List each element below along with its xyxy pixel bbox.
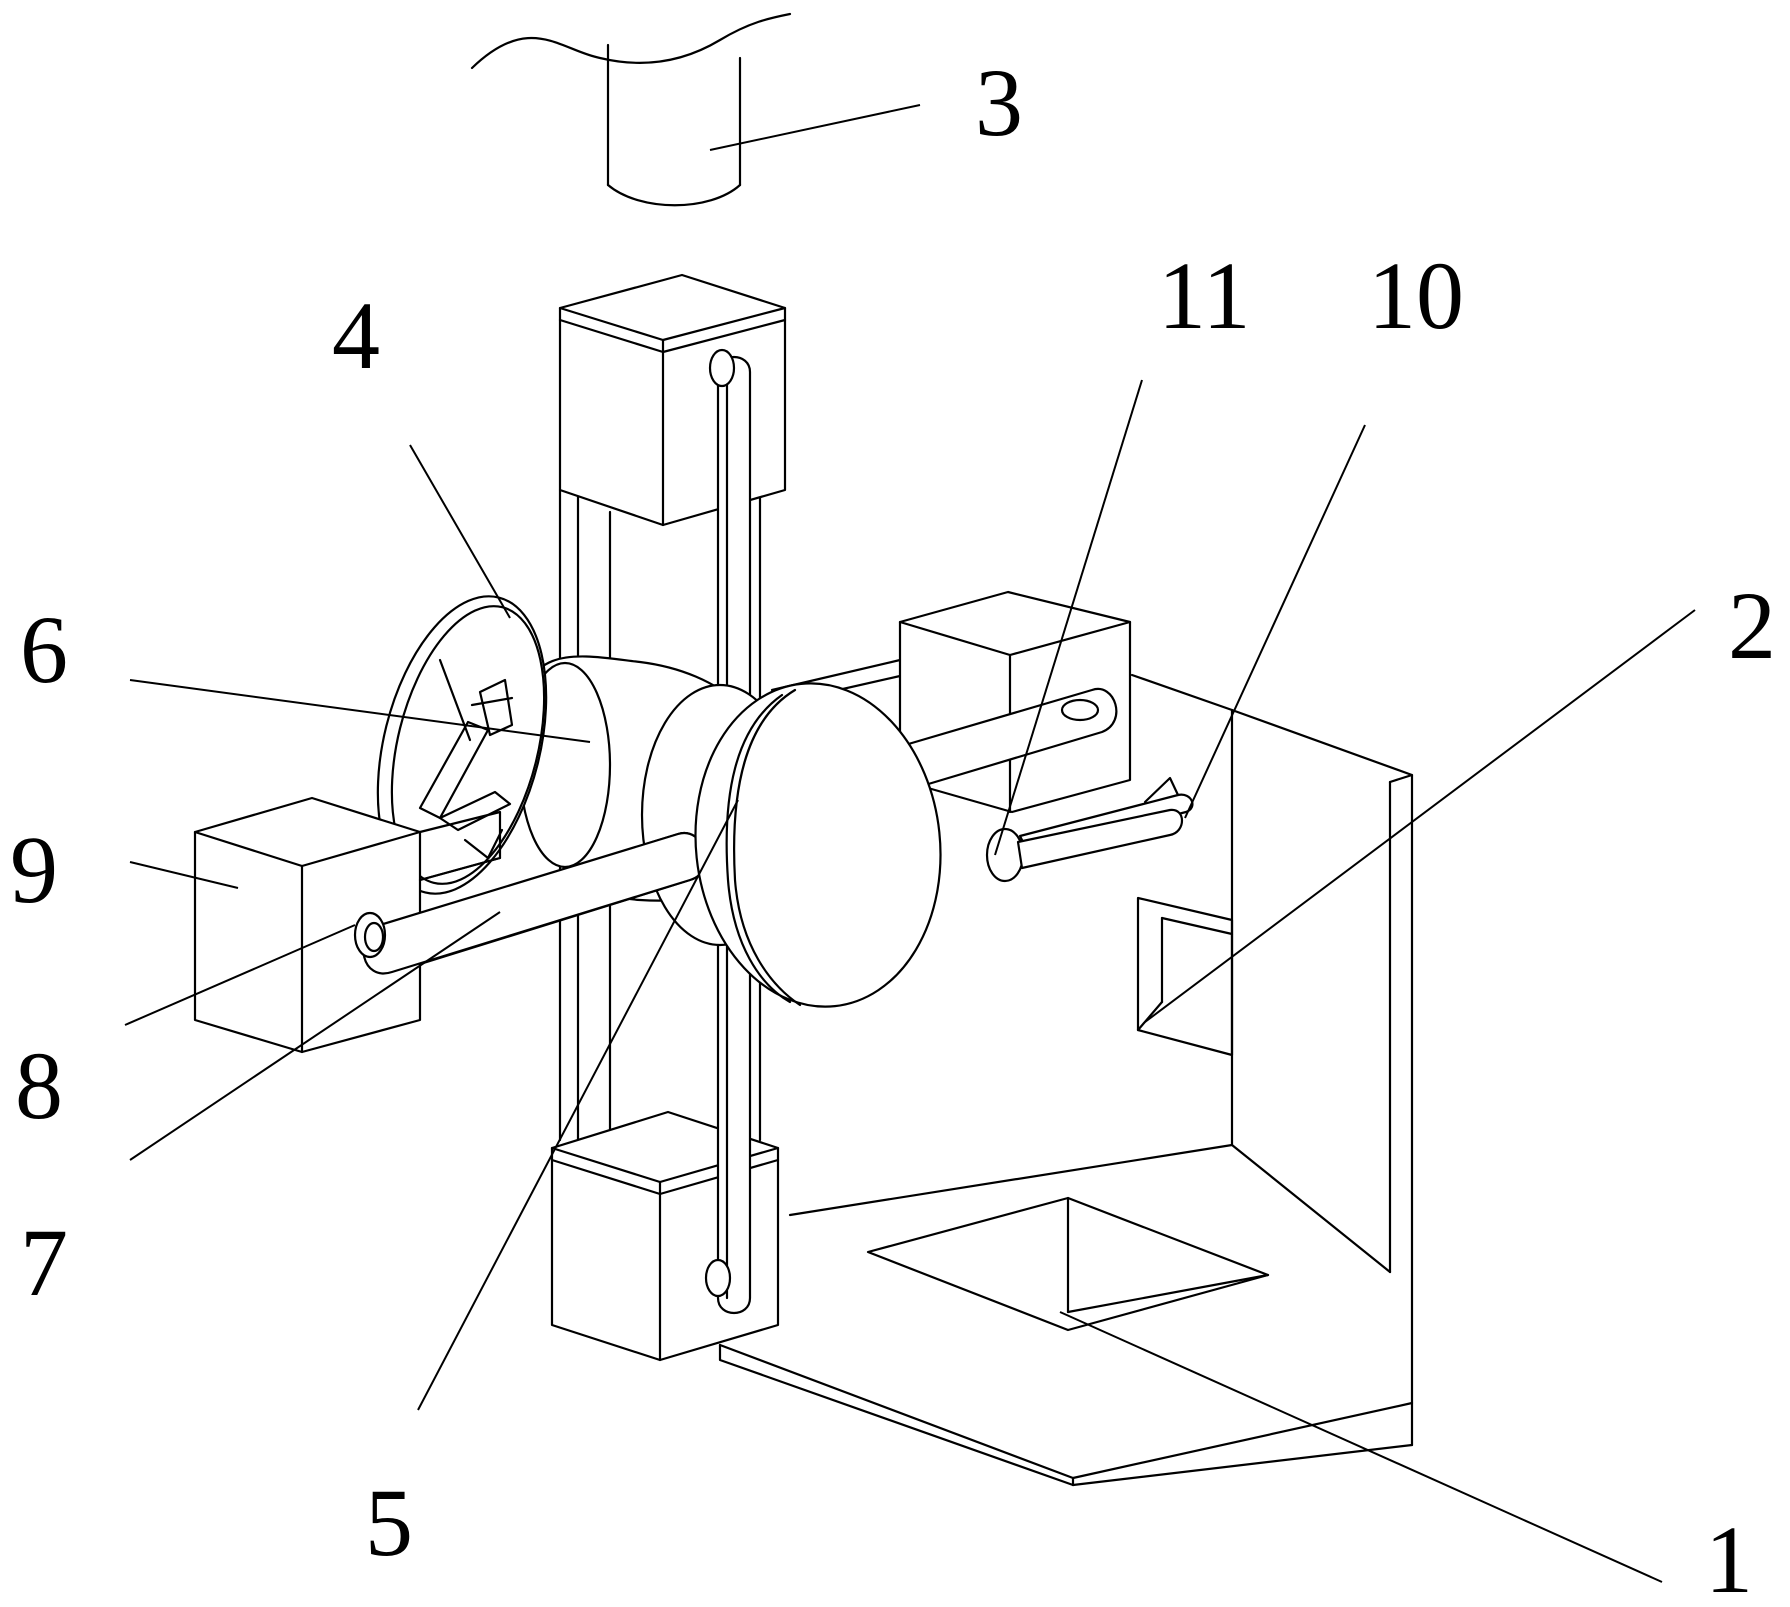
top-slide-block xyxy=(558,273,787,527)
label-5: 5 xyxy=(365,1469,413,1576)
front-disc xyxy=(694,682,942,1008)
label-11: 11 xyxy=(1158,242,1250,349)
label-3: 3 xyxy=(975,49,1023,156)
blade-holder xyxy=(418,658,514,860)
label-4: 4 xyxy=(332,282,380,389)
label-10: 10 xyxy=(1368,242,1464,349)
label-6: 6 xyxy=(20,596,68,703)
right-upper-block xyxy=(894,590,1132,814)
label-7: 7 xyxy=(20,1209,68,1316)
reference-numerals: 3 4 11 10 6 2 9 8 7 5 1 xyxy=(10,49,1776,1607)
label-8: 8 xyxy=(15,1032,63,1139)
label-2: 2 xyxy=(1728,572,1776,679)
label-1: 1 xyxy=(1705,1506,1753,1607)
leader-lines xyxy=(124,104,1696,1583)
left-block xyxy=(193,796,502,1054)
top-pipe xyxy=(470,12,792,207)
label-9: 9 xyxy=(10,816,58,923)
base-frame xyxy=(718,673,1414,1487)
